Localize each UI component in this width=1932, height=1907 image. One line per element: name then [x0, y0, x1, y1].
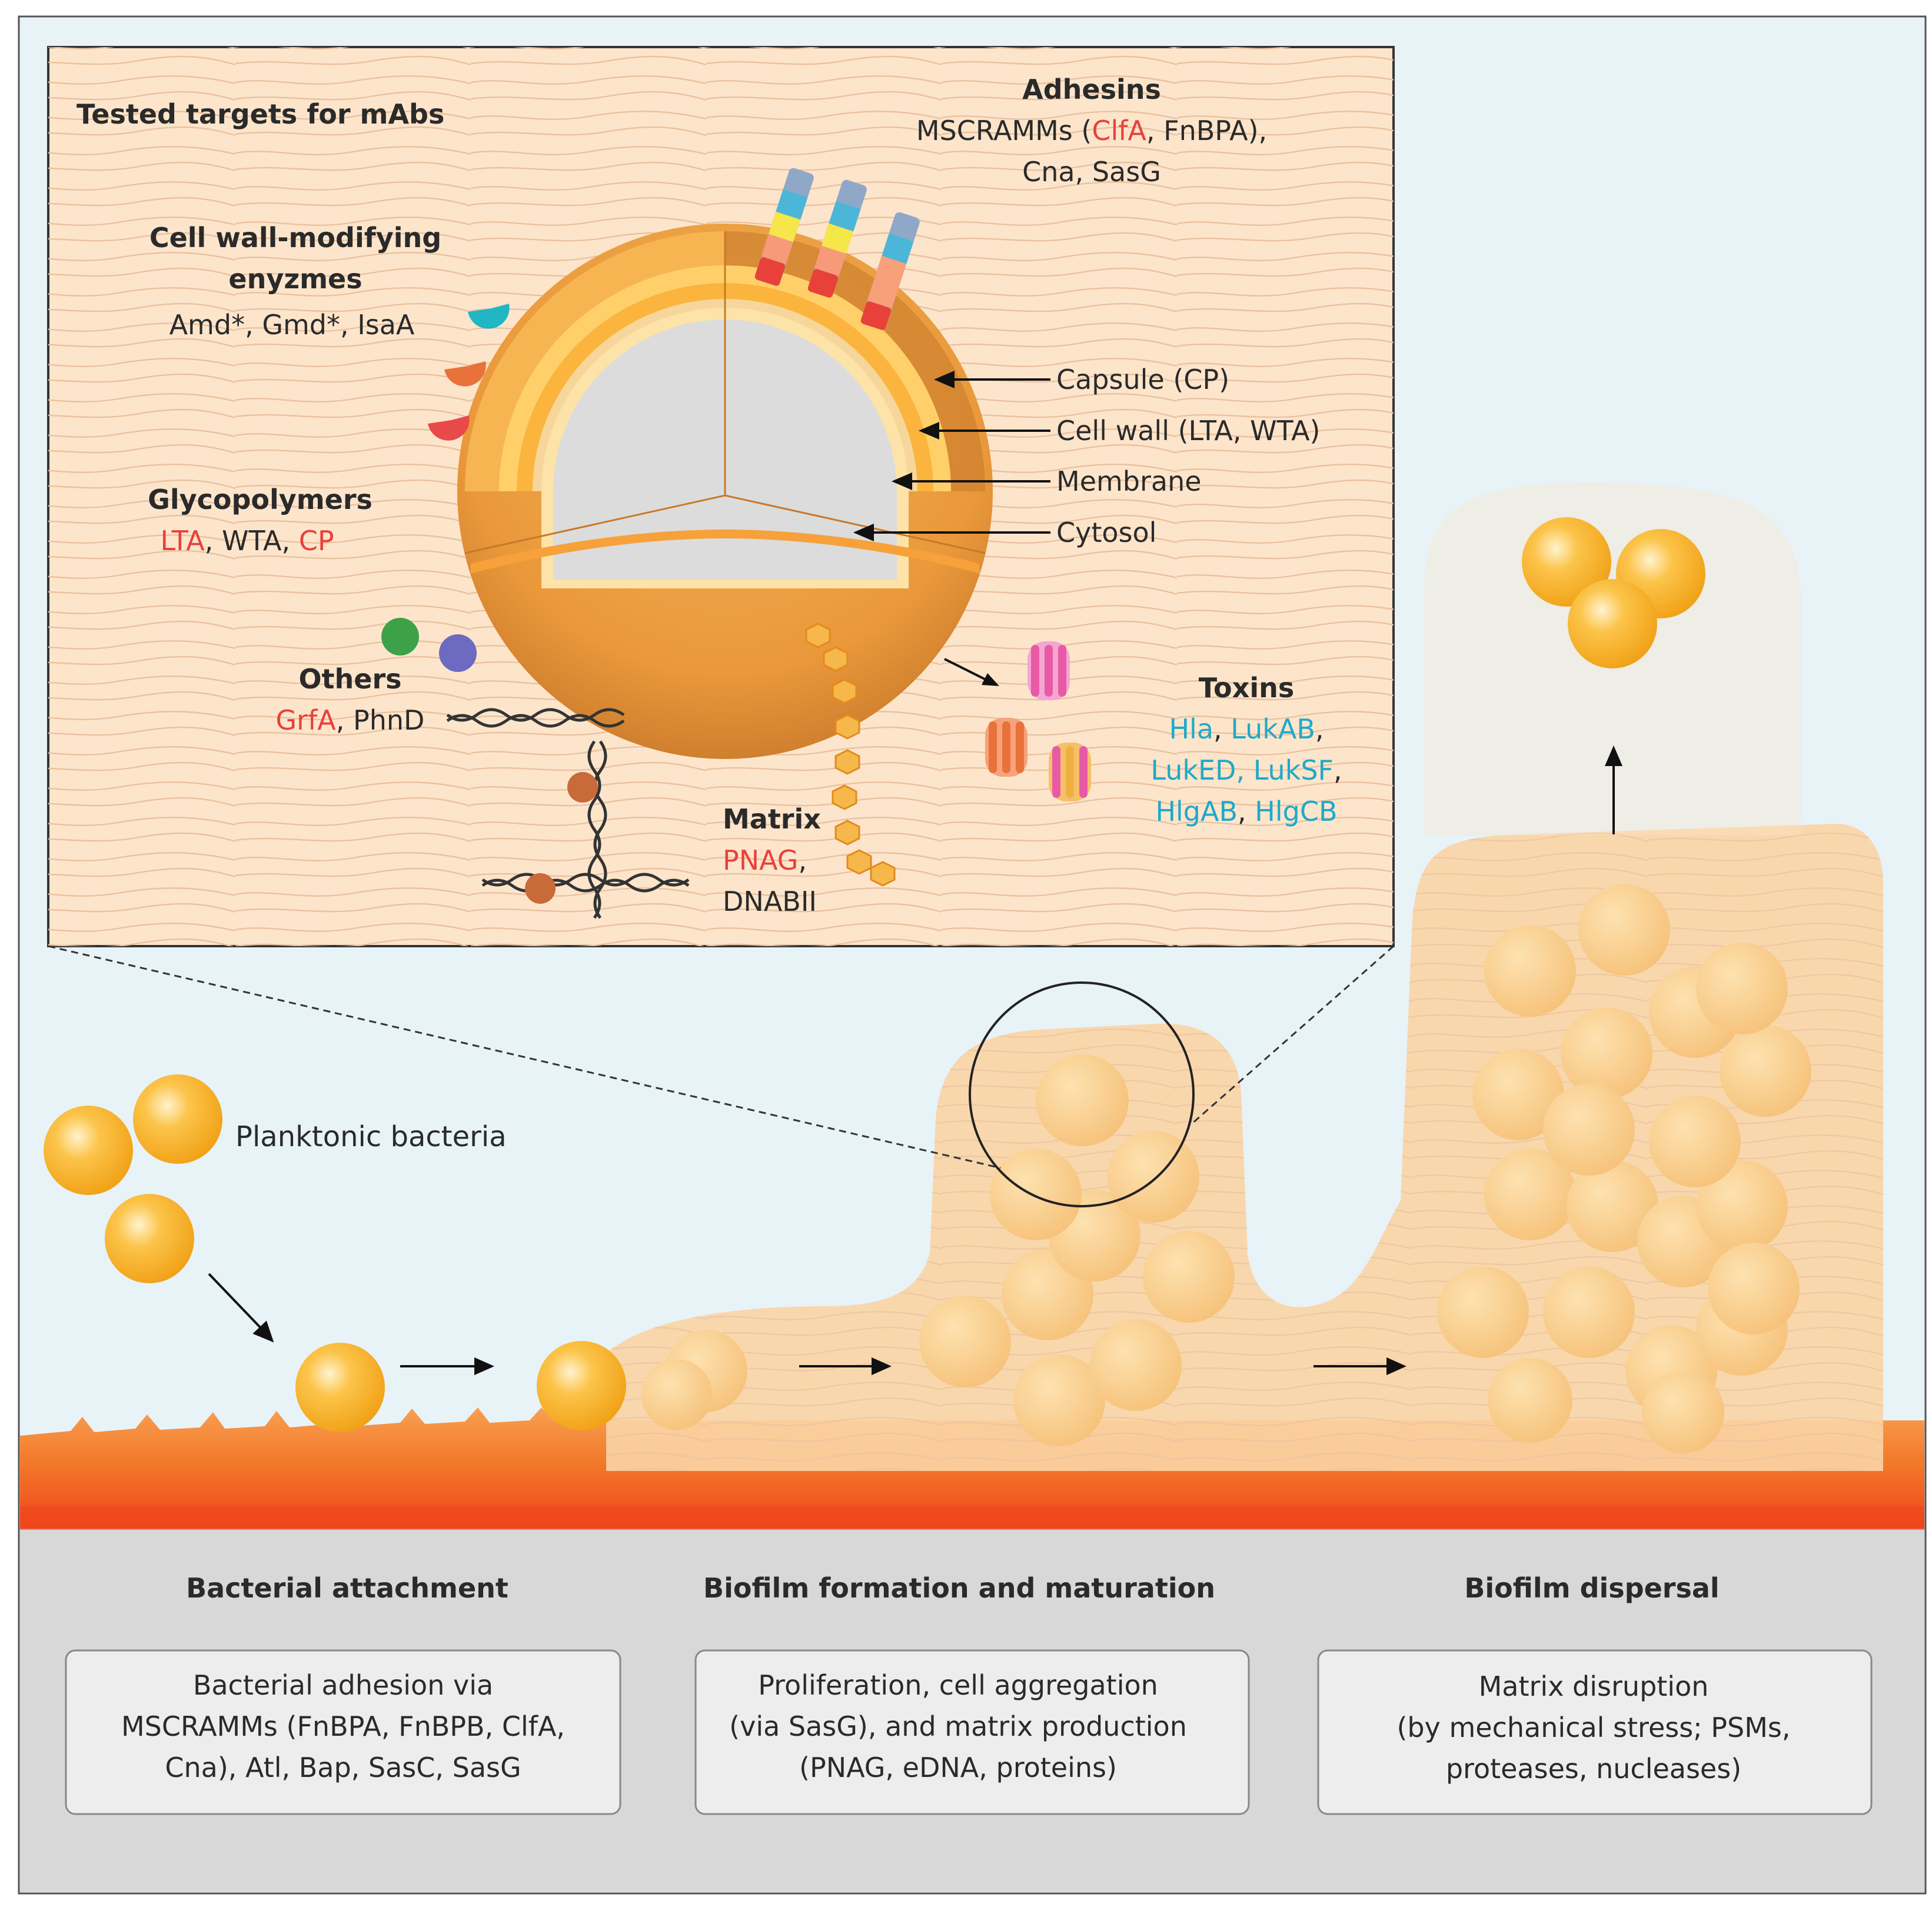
attached-bacterium-2: [537, 1341, 626, 1430]
matrix-pnag: PNAG,: [723, 844, 807, 876]
stage-line: Cna), Atl, Bap, SasC, SasG: [165, 1752, 521, 1783]
adhesins-line1: MSCRAMMs (ClfA, FnBPA),: [916, 115, 1267, 147]
others-heading: Others: [298, 663, 401, 695]
label-cytosol: Cytosol: [1056, 517, 1156, 548]
enzymes-heading-1: Cell wall-modifying: [149, 222, 441, 254]
adhesin-proteins: [754, 168, 920, 330]
stage-box: [1317, 1649, 1873, 1815]
enzymes-heading-2: enyzmes: [228, 263, 362, 295]
stage-title: Biofilm dispersal: [1464, 1572, 1719, 1604]
zoom-circle: [969, 981, 1195, 1207]
stage-line: (via SasG), and matrix production: [729, 1710, 1187, 1742]
stage-title: Bacterial attachment: [186, 1572, 508, 1604]
stage-line: MSCRAMMs (FnBPA, FnBPB, ClfA,: [121, 1710, 565, 1742]
toxin-icons: [944, 641, 1091, 801]
stage-line: (by mechanical stress; PSMs,: [1396, 1712, 1790, 1743]
matrix-heading: Matrix: [723, 803, 821, 835]
bacterial-cell-cutaway: [457, 224, 993, 759]
enzyme-icons: [428, 304, 510, 441]
stage-box: [694, 1649, 1250, 1815]
others-items: GrfA, PhnD: [276, 704, 425, 736]
stage-box: [65, 1649, 621, 1815]
stage-line: Bacterial adhesion via: [193, 1669, 493, 1701]
phnd-sphere: [439, 634, 477, 672]
stage-formation: Biofilm formation and maturation Prolife…: [694, 1572, 1250, 1815]
layer-pointer-arrows: [853, 370, 1050, 542]
toxins-line3: HlgAB, HlgCB: [1155, 796, 1337, 827]
dna-strands: [446, 708, 690, 919]
planktonic-label: Planktonic bacteria: [235, 1120, 507, 1153]
toxins-line2: LukED, LukSF,: [1150, 754, 1342, 786]
biofilm-cells: [641, 884, 1811, 1453]
label-membrane: Membrane: [1056, 465, 1202, 497]
glycopolymers-heading: Glycopolymers: [148, 484, 373, 515]
adhesins-heading: Adhesins: [1022, 74, 1161, 105]
inset-title: Tested targets for mAbs: [77, 98, 444, 130]
grfa-sphere: [381, 618, 419, 655]
stage-title: Biofilm formation and maturation: [703, 1572, 1215, 1604]
dispersed-bacteria: [1522, 517, 1705, 668]
adhesins-line2: Cna, SasG: [1022, 156, 1161, 188]
stage-attachment: Bacterial attachment Bacterial adhesion …: [65, 1572, 621, 1815]
stage-line: (PNAG, eDNA, proteins): [799, 1752, 1117, 1783]
label-cell-wall: Cell wall (LTA, WTA): [1056, 415, 1321, 447]
stage-line: Proliferation, cell aggregation: [758, 1669, 1158, 1701]
stage-line: Matrix disruption: [1479, 1670, 1709, 1702]
planktonic-bacteria: [44, 1074, 222, 1283]
toxins-heading: Toxins: [1199, 672, 1294, 704]
pnag-chain: [805, 623, 896, 887]
toxins-line1: Hla, LukAB,: [1169, 713, 1324, 745]
enzymes-items: Amd*, Gmd*, IsaA: [169, 309, 415, 341]
process-arrows: [208, 745, 1623, 1376]
matrix-dnabii: DNABII: [723, 886, 817, 917]
stage-dispersal: Biofilm dispersal Matrix disruption (by …: [1317, 1572, 1873, 1815]
stage-line: proteases, nucleases): [1446, 1753, 1741, 1785]
attached-bacterium: [295, 1343, 385, 1432]
glycopolymers-items: LTA, WTA, CP: [160, 525, 334, 557]
label-capsule: Capsule (CP): [1056, 364, 1229, 395]
